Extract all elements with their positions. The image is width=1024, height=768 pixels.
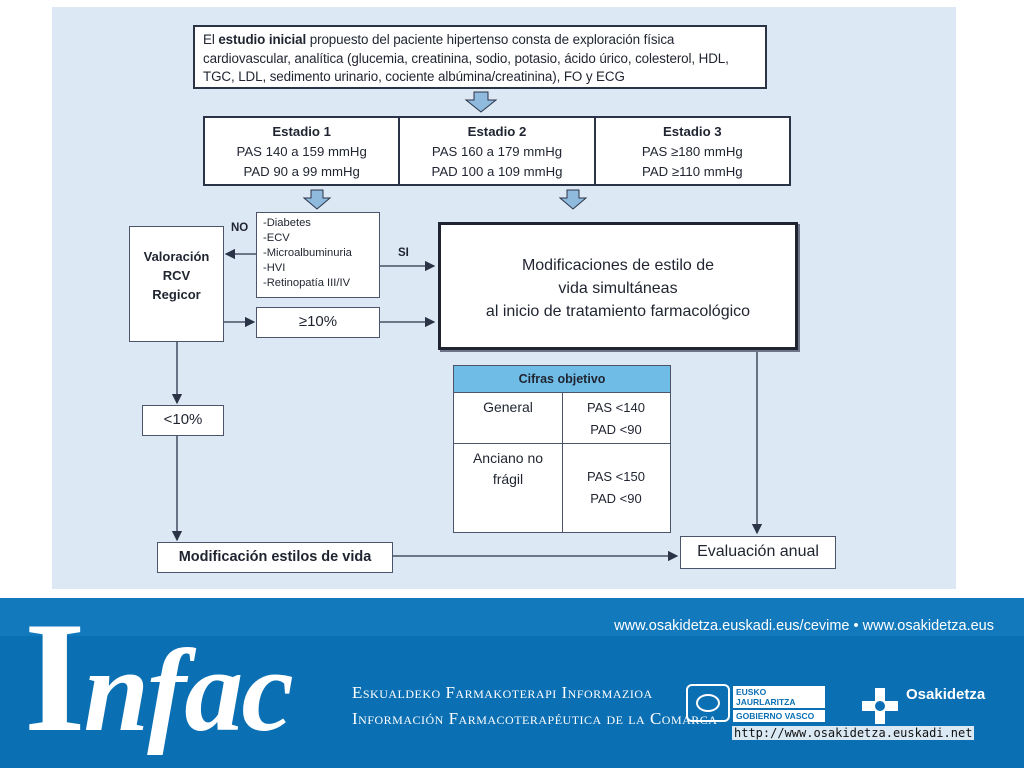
lifestyle-only-box: Modificación estilos de vida [157, 542, 393, 573]
lifestyle-line-2: vida simultáneas [558, 280, 678, 297]
risk-factors-list: -Diabetes -ECV -Microalbuminuria -HVI -R… [256, 212, 380, 298]
risk-factor: -Microalbuminuria [263, 247, 352, 259]
target-values-header: Cifras objetivo [454, 366, 670, 393]
elderly-pas: PAS <150 [587, 469, 645, 484]
stage-3-pad: PAD ≥110 mmHg [642, 164, 743, 179]
edge-label-si: SI [398, 247, 409, 259]
intro-bold: estudio inicial [218, 32, 307, 47]
general-pad: PAD <90 [590, 422, 642, 437]
annual-evaluation-box: Evaluación anual [680, 536, 836, 569]
infac-logo-initial: I [24, 598, 85, 765]
elderly-pad: PAD <90 [590, 491, 642, 506]
elderly-label: Anciano no frágil [454, 444, 563, 532]
rcv-line-1: Valoración [143, 249, 210, 264]
osakidetza-logo-icon [862, 688, 898, 724]
intro-rest: propuesto del paciente hipertenso consta… [203, 32, 729, 84]
stage-1-title: Estadio 1 [272, 124, 331, 139]
table-divider [454, 443, 670, 444]
basque-government-text: EUSKO JAURLARITZA GOBIERNO VASCO [733, 686, 825, 724]
stage-2-pad: PAD 100 a 109 mmHg [431, 164, 563, 179]
threshold-low-box: <10% [142, 405, 224, 436]
stage-3-title: Estadio 3 [663, 124, 722, 139]
edge-label-no: NO [231, 222, 249, 234]
footer-banner: Infac www.osakidetza.euskadi.eus/cevime … [0, 598, 1024, 768]
rcv-line-3: Regicor [152, 287, 201, 302]
footer-links[interactable]: www.osakidetza.euskadi.eus/cevime • www.… [614, 618, 994, 634]
stage-1-pas: PAS 140 a 159 mmHg [236, 144, 367, 159]
rcv-line-2: RCV [162, 268, 191, 283]
intro-study-box: El estudio inicial propuesto del pacient… [193, 25, 767, 89]
gov-line-2: GOBIERNO VASCO [733, 710, 825, 722]
lifestyle-plus-drug-box: Modificaciones de estilo de vida simultá… [438, 222, 798, 350]
general-pas: PAS <140 [587, 400, 645, 415]
general-label: General [454, 393, 563, 443]
elderly-label-line-2: frágil [492, 471, 524, 487]
infac-logo-rest: nfac [83, 625, 294, 756]
stage-2-title: Estadio 2 [467, 124, 527, 139]
infac-logo: Infac [24, 599, 294, 761]
risk-factor: -HVI [263, 262, 286, 274]
stage-1: Estadio 1 PAS 140 a 159 mmHg PAD 90 a 99… [205, 118, 401, 184]
stage-3-pas: PAS ≥180 mmHg [641, 144, 743, 159]
lifestyle-line-1: Modificaciones de estilo de [521, 257, 715, 274]
risk-factor: -Diabetes [263, 217, 311, 229]
stage-1-pad: PAD 90 a 99 mmHg [243, 164, 360, 179]
stage-2: Estadio 2 PAS 160 a 179 mmHg PAD 100 a 1… [400, 118, 596, 184]
basque-government-logo-icon [686, 684, 730, 722]
gov-line-1: EUSKO JAURLARITZA [733, 686, 825, 708]
footer-basque-title: Eskualdeko Farmakoterapi Informazioa [352, 683, 653, 702]
footer-url[interactable]: http://www.osakidetza.euskadi.net [732, 726, 975, 740]
threshold-high-box: ≥10% [256, 307, 380, 338]
osakidetza-wordmark: Osakidetza [906, 686, 986, 703]
stage-2-pas: PAS 160 a 179 mmHg [431, 144, 563, 159]
risk-factor: -Retinopatía III/IV [263, 277, 351, 289]
stage-3: Estadio 3 PAS ≥180 mmHg PAD ≥110 mmHg [596, 118, 789, 184]
target-values-table: Cifras objetivo General PAS <140 PAD <90… [453, 365, 671, 533]
footer-spanish-title: Información Farmacoterapéutica de la Com… [352, 709, 718, 728]
intro-prefix: El [203, 32, 219, 47]
footer-top-strip [0, 598, 1024, 636]
risk-factor: -ECV [263, 232, 290, 244]
lifestyle-line-3: al inicio de tratamiento farmacológico [485, 303, 751, 320]
elderly-label-line-1: Anciano no [472, 450, 544, 466]
stages-table: Estadio 1 PAS 140 a 159 mmHg PAD 90 a 99… [203, 116, 791, 186]
rcv-assessment-box: Valoración RCV Regicor [129, 226, 224, 342]
